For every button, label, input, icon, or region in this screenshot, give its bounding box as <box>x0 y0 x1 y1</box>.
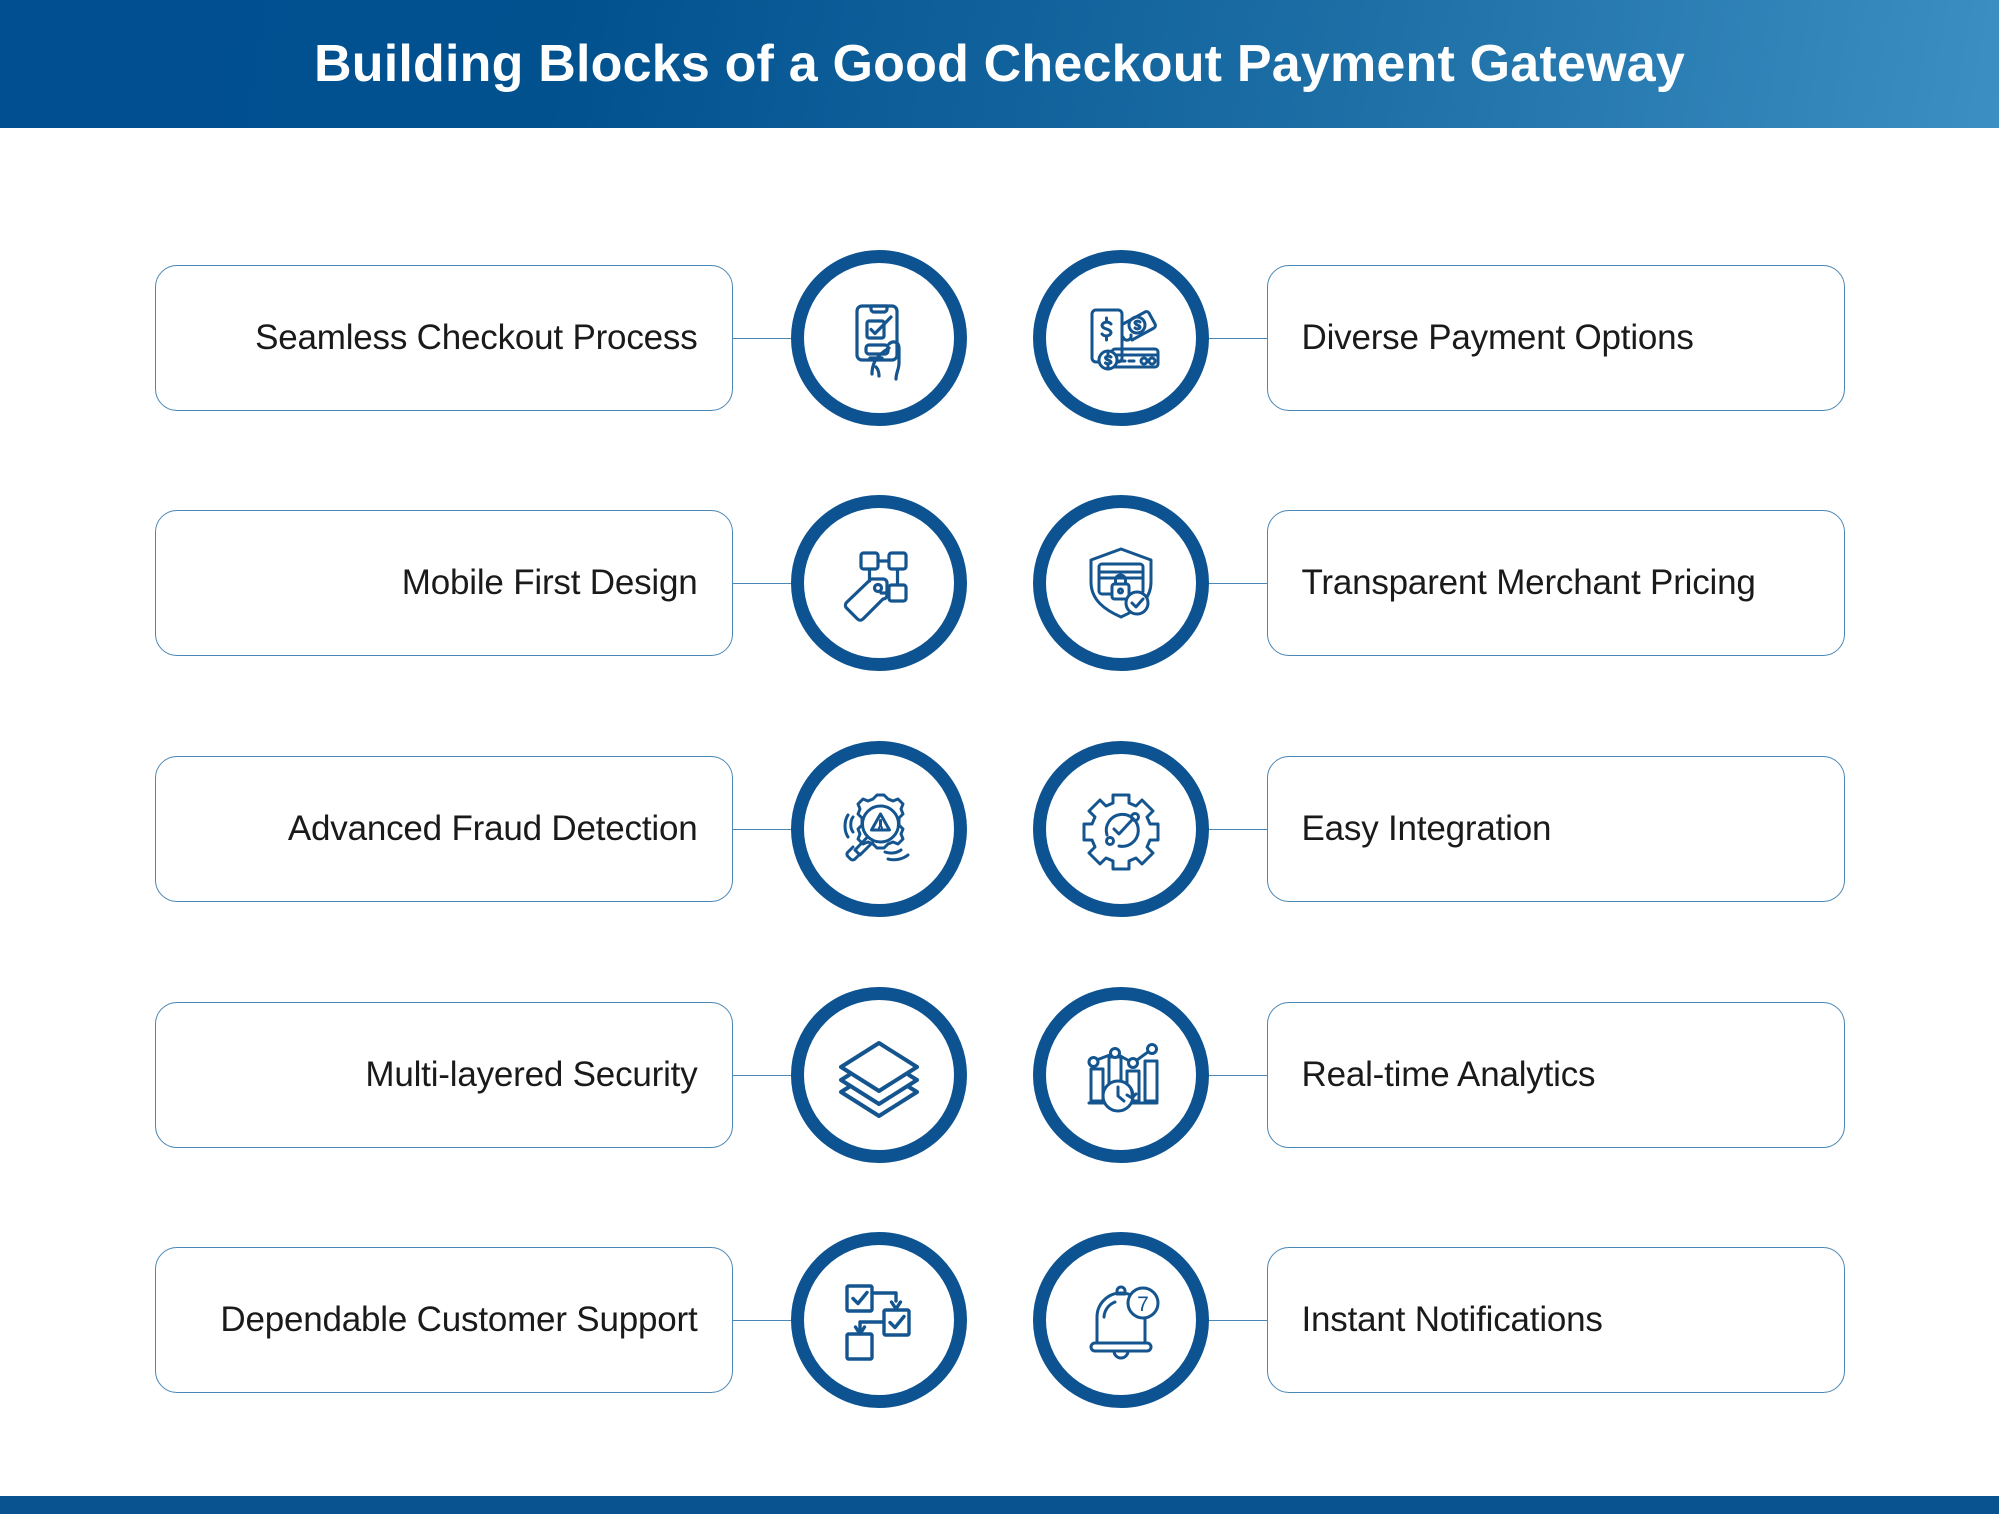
magnifier-warning-gears-icon <box>790 741 967 917</box>
connector-line <box>732 1074 791 1076</box>
footer-bar <box>0 1496 1999 1514</box>
row-3: Advanced Fraud Detection <box>0 729 1999 929</box>
gear-check-icon <box>1032 741 1209 917</box>
notification-badge-count: 7 <box>1137 1293 1149 1316</box>
connector-line <box>1208 828 1267 830</box>
shield-card-lock-verified-icon <box>1032 495 1209 671</box>
label-box-real-time-analytics[interactable]: Real-time Analytics <box>1266 1002 1845 1148</box>
connector-line <box>1208 1319 1267 1321</box>
page-title: Building Blocks of a Good Checkout Payme… <box>314 35 1685 93</box>
row-2: Mobile First Design <box>0 483 1999 683</box>
header-banner: Building Blocks of a Good Checkout Payme… <box>0 0 1999 128</box>
connector-line <box>1208 582 1267 584</box>
label-text: Multi-layered Security <box>365 1055 698 1094</box>
connector-line <box>1208 337 1267 339</box>
label-text: Seamless Checkout Process <box>255 318 698 357</box>
label-text: Mobile First Design <box>401 563 698 602</box>
connector-line <box>1208 1074 1267 1076</box>
hand-holding-phone-checkout-icon <box>790 250 967 426</box>
phone-cash-card-payments-icon <box>1032 250 1209 426</box>
label-box-dependable-customer-support[interactable]: Dependable Customer Support <box>154 1247 733 1393</box>
label-box-instant-notifications[interactable]: Instant Notifications <box>1266 1247 1845 1393</box>
label-text: Transparent Merchant Pricing <box>1301 563 1756 602</box>
label-text: Advanced Fraud Detection <box>287 809 698 848</box>
connector-line <box>732 337 791 339</box>
label-text: Instant Notifications <box>1301 1300 1603 1339</box>
flowchart-checkboxes-icon <box>790 1232 967 1408</box>
bell-badge-icon: 7 <box>1032 1232 1209 1408</box>
row-5: Dependable Customer Support <box>0 1220 1999 1420</box>
label-box-diverse-payment-options[interactable]: Diverse Payment Options <box>1266 265 1845 411</box>
label-box-advanced-fraud-detection[interactable]: Advanced Fraud Detection <box>154 756 733 902</box>
bar-chart-clock-icon <box>1032 987 1209 1163</box>
connector-line <box>732 828 791 830</box>
content-rows: Seamless Checkout Process <box>0 128 1999 1496</box>
row-4: Multi-layered Security <box>0 975 1999 1175</box>
row-1: Seamless Checkout Process <box>0 238 1999 438</box>
label-text: Dependable Customer Support <box>220 1300 698 1339</box>
label-box-transparent-merchant-pricing[interactable]: Transparent Merchant Pricing <box>1266 510 1845 656</box>
stacked-layers-icon <box>790 987 967 1163</box>
label-text: Easy Integration <box>1301 809 1552 848</box>
label-text: Diverse Payment Options <box>1301 318 1694 357</box>
label-text: Real-time Analytics <box>1301 1055 1596 1094</box>
label-box-easy-integration[interactable]: Easy Integration <box>1266 756 1845 902</box>
connector-line <box>732 1319 791 1321</box>
label-box-multi-layered-security[interactable]: Multi-layered Security <box>154 1002 733 1148</box>
connector-line <box>732 582 791 584</box>
label-box-mobile-first-design[interactable]: Mobile First Design <box>154 510 733 656</box>
tag-nodes-design-icon <box>790 495 967 671</box>
label-box-seamless-checkout-process[interactable]: Seamless Checkout Process <box>154 265 733 411</box>
